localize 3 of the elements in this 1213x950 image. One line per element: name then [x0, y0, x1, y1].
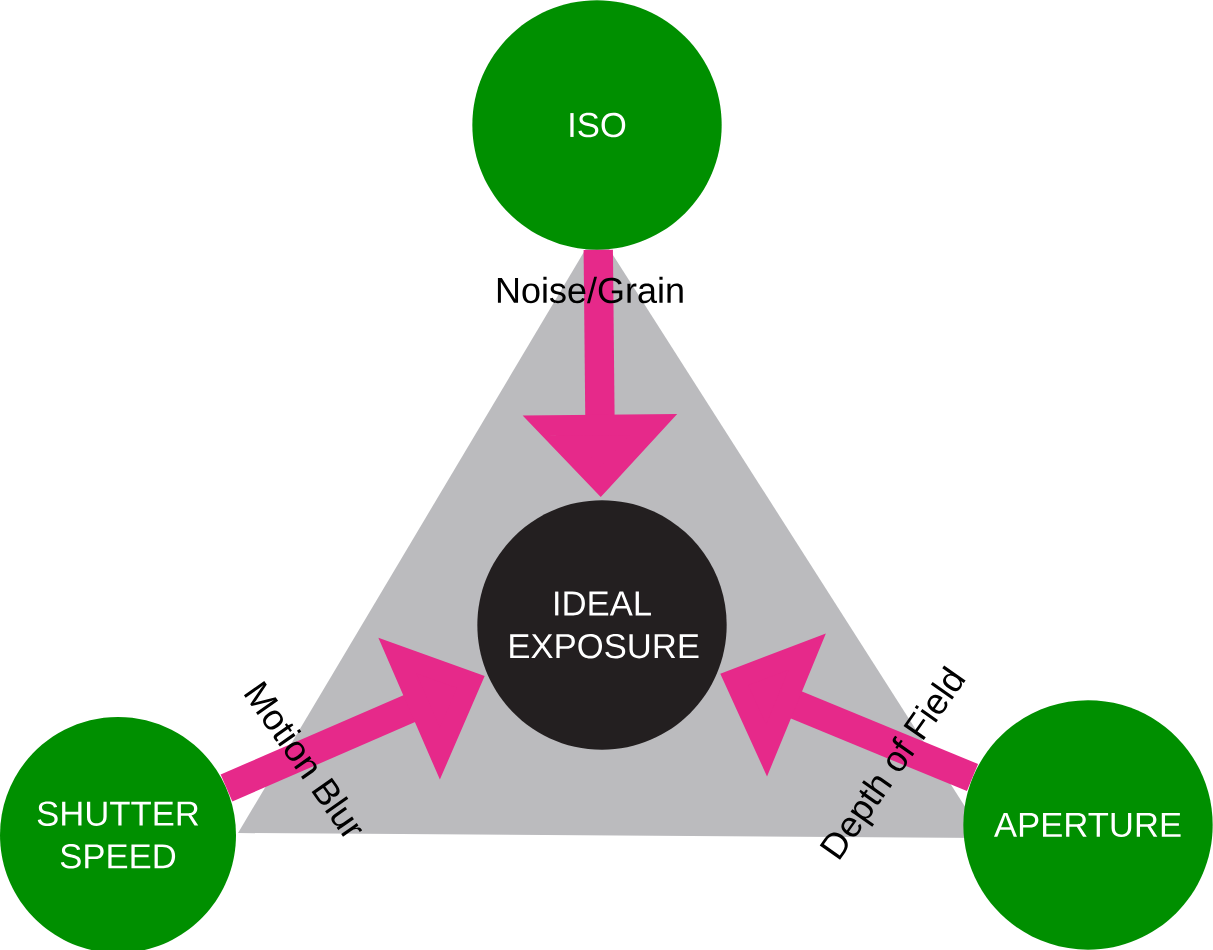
circle-node: ISO — [472, 0, 722, 250]
circle-node: APERTURE — [963, 700, 1213, 950]
circle-node: IDEAL EXPOSURE — [477, 500, 727, 750]
